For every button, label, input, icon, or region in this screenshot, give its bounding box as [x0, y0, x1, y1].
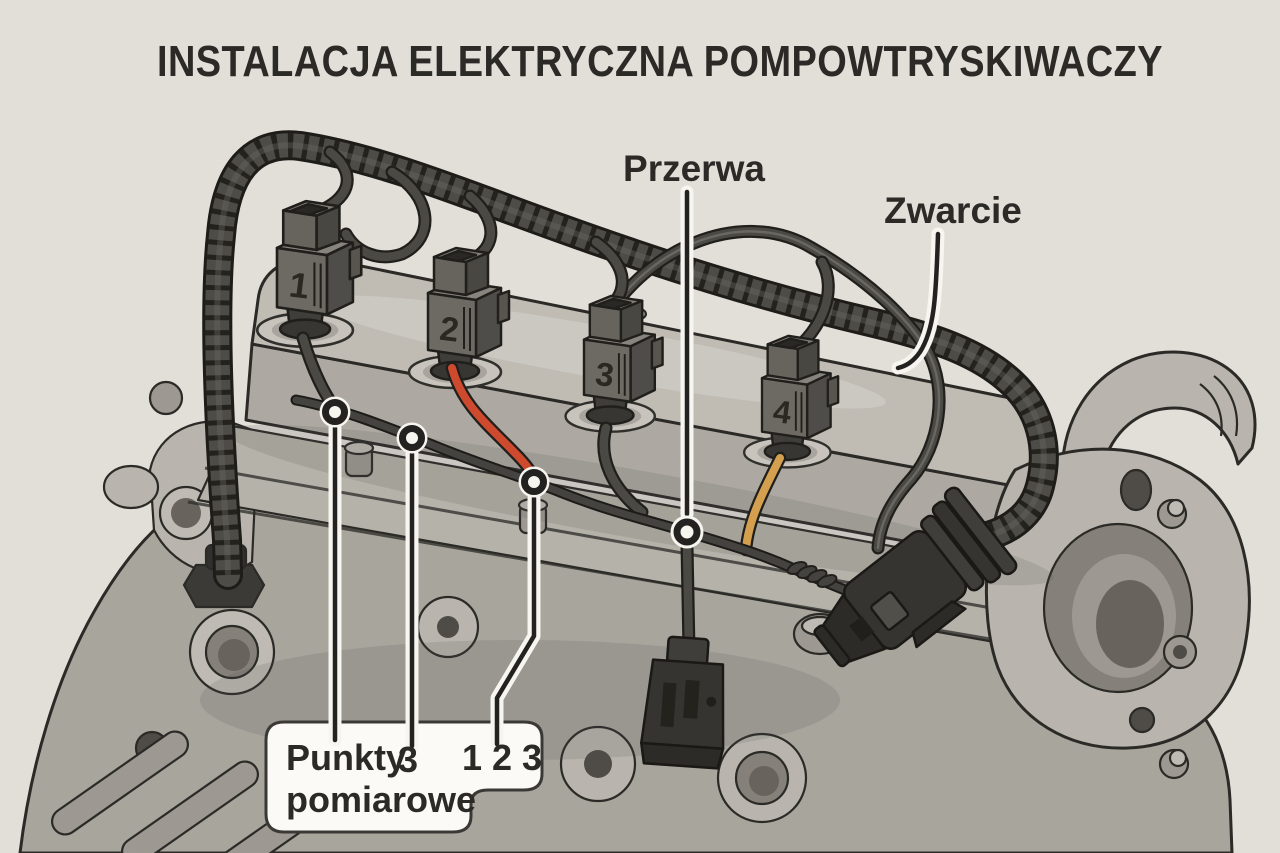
leader-point-3 — [490, 491, 541, 751]
legend-group-left: 3 — [398, 739, 418, 780]
diagram-title: INSTALACJA ELEKTRYCZNA POMPOWTRYSKIWACZY — [157, 37, 1163, 86]
legend-box — [264, 720, 544, 834]
legend-title-line2: pomiarowe — [286, 779, 476, 820]
measurement-point-3 — [518, 466, 550, 498]
short-label: Zwarcie — [884, 190, 1022, 231]
legend-group-right: 1 2 3 — [462, 737, 542, 778]
measurement-point-1 — [319, 396, 351, 428]
break-label: Przerwa — [623, 148, 765, 189]
legend-title-line1: Punkty — [286, 737, 406, 778]
break-point — [670, 515, 704, 549]
short-leader-line — [891, 227, 945, 375]
measurement-leader-lines — [328, 421, 541, 753]
measurement-point-2 — [396, 422, 428, 454]
measurement-points — [319, 396, 704, 549]
